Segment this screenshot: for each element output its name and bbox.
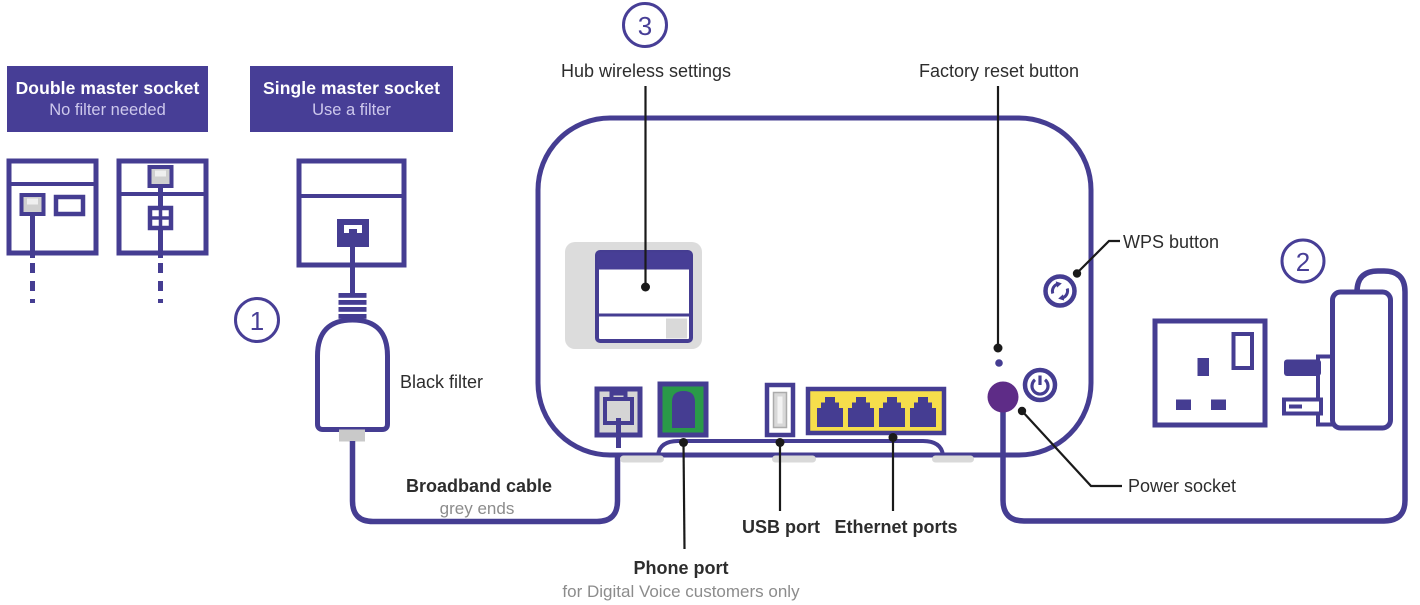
leader-dots	[641, 269, 1082, 447]
broadband-cable-label: Broadband cable	[405, 476, 553, 496]
reset-pinhole-dot	[995, 359, 1003, 367]
double-master-title: Double master socket	[15, 77, 200, 98]
step-2-badge: 2	[1295, 247, 1311, 277]
broadband-plug-icon	[603, 391, 634, 448]
rj45-icon	[910, 397, 936, 427]
wps-button	[1043, 274, 1077, 308]
step-1-circle	[234, 297, 280, 343]
hub-outline	[535, 115, 1094, 458]
leader-lines	[644, 86, 1122, 550]
step-2-circle	[1280, 238, 1326, 284]
black-filter-label: Black filter	[400, 372, 484, 392]
wireless-settings-sticker	[565, 242, 702, 349]
step-3-badge: 3	[637, 11, 653, 41]
step-3-circle	[622, 2, 668, 48]
single-master-subtitle: Use a filter	[312, 100, 391, 119]
double-master-subtitle: No filter needed	[49, 100, 166, 119]
wall-socket-switch	[1231, 332, 1254, 370]
rj45-icon	[848, 397, 874, 427]
single-master-header-card: Single master socket Use a filter	[250, 66, 453, 132]
rj45-icon	[817, 397, 843, 427]
usb-port	[764, 382, 796, 438]
step-1-badge: 1	[249, 306, 265, 336]
power-socket-circle	[987, 381, 1019, 413]
power-icon	[1030, 375, 1050, 396]
usb-port-label: USB port	[742, 517, 820, 537]
broadband-cable-note: grey ends	[439, 499, 515, 518]
hub-stand	[656, 439, 945, 456]
rj45-icon	[879, 397, 905, 427]
phone-port-label: Phone port	[633, 558, 729, 578]
ethernet-ports-label: Ethernet ports	[834, 517, 958, 537]
phone-port-note: for Digital Voice customers only	[562, 582, 800, 601]
socket-a-blank-port	[53, 194, 86, 217]
wps-sync-icon	[1050, 281, 1070, 301]
broadband-port	[594, 386, 643, 448]
single-master-title: Single master socket	[262, 77, 441, 98]
hub-wireless-settings-label: Hub wireless settings	[560, 61, 732, 81]
phone-port	[657, 381, 709, 438]
hub-feet	[620, 455, 974, 463]
strain-relief	[338, 293, 367, 319]
double-master-header-card: Double master socket No filter needed	[7, 66, 208, 132]
power-cable	[1000, 268, 1408, 524]
broadband-cable	[349, 420, 621, 525]
black-filter-body	[315, 317, 390, 432]
power-button	[1022, 367, 1058, 403]
single-socket-port	[337, 219, 369, 247]
power-socket-label: Power socket	[1128, 476, 1237, 496]
filter-grey-end	[339, 429, 365, 442]
socket-b-filter-box	[147, 205, 174, 231]
double-master-socket-b	[116, 158, 209, 303]
double-master-socket-a	[6, 158, 99, 303]
wps-button-label: WPS button	[1123, 232, 1220, 252]
factory-reset-label: Factory reset button	[918, 61, 1080, 81]
phone-plug-icon	[672, 391, 695, 428]
power-adapter-plug	[1282, 289, 1393, 431]
ethernet-ports	[805, 386, 947, 436]
wall-socket	[1152, 318, 1268, 428]
